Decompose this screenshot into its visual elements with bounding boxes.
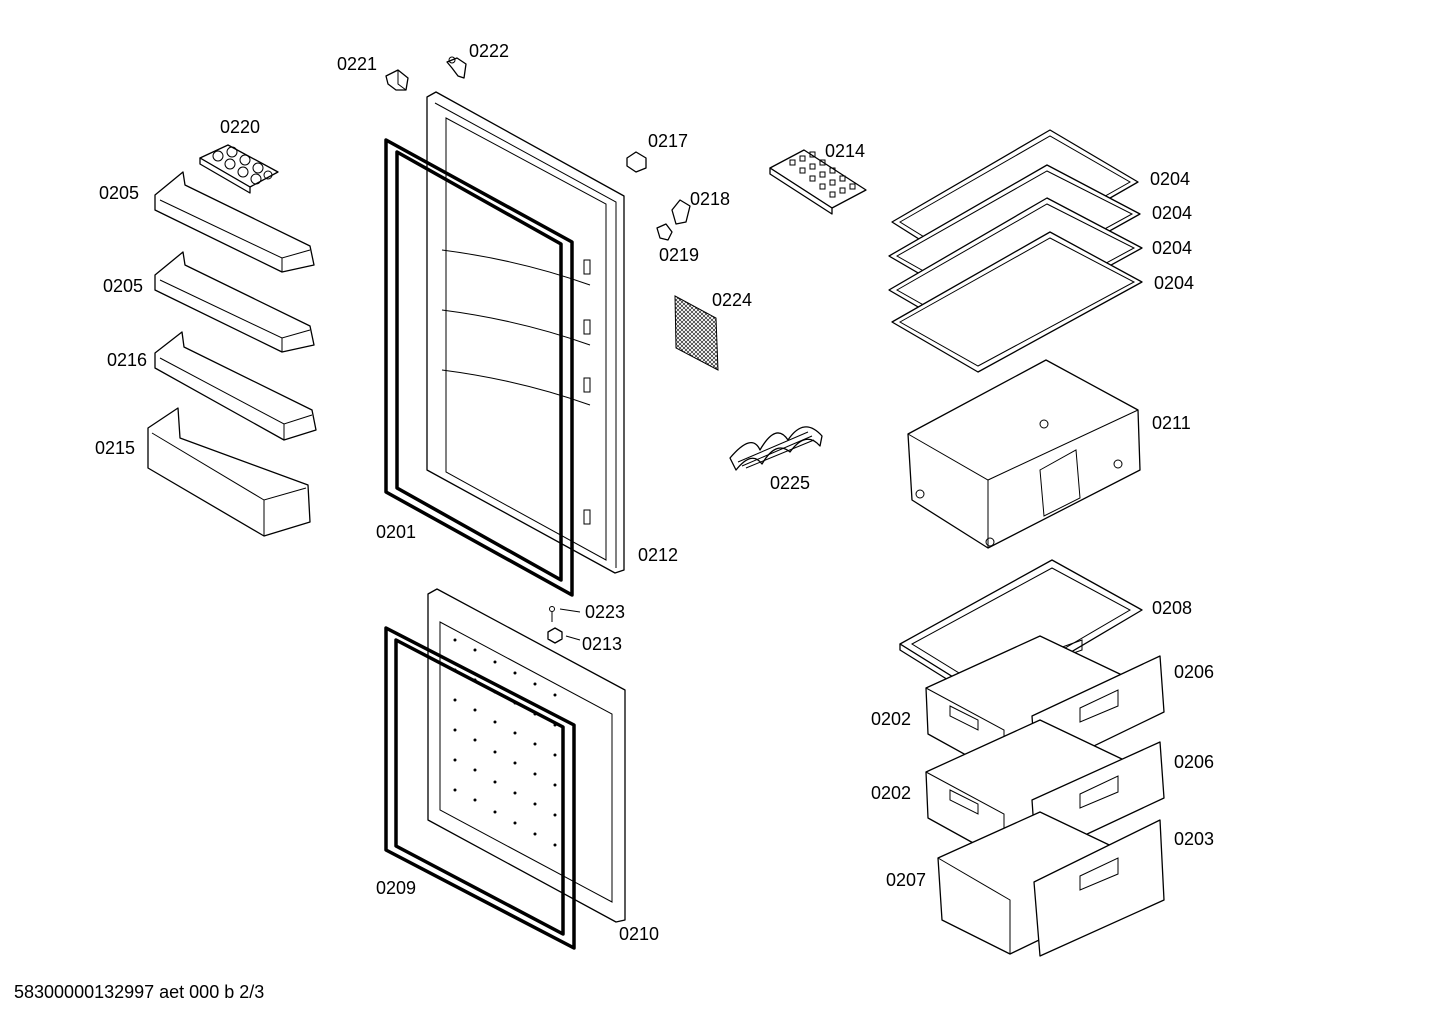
label-0223[interactable]: 0223 (585, 602, 625, 622)
label-0206-2[interactable]: 0206 (1174, 752, 1214, 772)
label-0203[interactable]: 0203 (1174, 829, 1214, 849)
label-0204-3[interactable]: 0204 (1152, 238, 1192, 258)
label-0208[interactable]: 0208 (1152, 598, 1192, 618)
label-0212[interactable]: 0212 (638, 545, 678, 565)
label-0225[interactable]: 0225 (770, 473, 810, 493)
label-0204-4[interactable]: 0204 (1154, 273, 1194, 293)
part-0204-glass-shelf-4[interactable] (891, 231, 1143, 373)
label-0209[interactable]: 0209 (376, 878, 416, 898)
label-0202-1[interactable]: 0202 (871, 709, 911, 729)
label-0210[interactable]: 0210 (619, 924, 659, 944)
part-0220-egg-tray[interactable] (199, 144, 279, 194)
part-0212-fridge-door[interactable] (426, 91, 625, 574)
freezer-door-dimple-grid (453, 638, 557, 847)
label-0216[interactable]: 0216 (107, 350, 147, 370)
part-0203-drawer-front-bottom[interactable] (1033, 819, 1165, 957)
part-0205-door-shelf-top[interactable] (154, 171, 315, 273)
label-0220[interactable]: 0220 (220, 117, 260, 137)
label-0202-2[interactable]: 0202 (871, 783, 911, 803)
label-0207[interactable]: 0207 (886, 870, 926, 890)
label-0215[interactable]: 0215 (95, 438, 135, 458)
label-0205-top[interactable]: 0205 (99, 183, 139, 203)
part-0216-door-shelf[interactable] (154, 331, 317, 441)
label-0221[interactable]: 0221 (337, 54, 377, 74)
part-0223-screw[interactable] (549, 606, 555, 623)
leader-lines (559, 608, 581, 641)
part-0224-filter-mesh[interactable] (674, 295, 719, 371)
part-0217-clip[interactable] (626, 151, 647, 173)
label-0222[interactable]: 0222 (469, 41, 509, 61)
label-0213[interactable]: 0213 (582, 634, 622, 654)
part-0214-ice-tray[interactable] (769, 149, 867, 215)
part-0213-block[interactable] (547, 627, 563, 644)
part-0211-crisper-box[interactable] (907, 359, 1141, 549)
label-0217[interactable]: 0217 (648, 131, 688, 151)
part-0215-bottle-shelf[interactable] (147, 407, 311, 537)
label-0204-2[interactable]: 0204 (1152, 203, 1192, 223)
part-0219-bracket-small[interactable] (656, 223, 673, 241)
label-0224[interactable]: 0224 (712, 290, 752, 310)
label-0204-1[interactable]: 0204 (1150, 169, 1190, 189)
part-0221-hinge-cover[interactable] (385, 69, 409, 91)
drawing-reference-footer: 58300000132997 aet 000 b 2/3 (14, 982, 264, 1002)
label-0218[interactable]: 0218 (690, 189, 730, 209)
part-0225-bottle-holder[interactable] (729, 426, 823, 471)
label-0211[interactable]: 0211 (1152, 413, 1191, 433)
part-0209-freezer-door-gasket[interactable] (384, 626, 576, 950)
part-0205-door-shelf-middle[interactable] (154, 251, 315, 353)
label-0201[interactable]: 0201 (376, 522, 416, 542)
part-0218-bracket[interactable] (671, 199, 691, 225)
part-0201-door-gasket[interactable] (384, 138, 574, 597)
label-0205-middle[interactable]: 0205 (103, 276, 143, 296)
label-0219[interactable]: 0219 (659, 245, 699, 265)
part-0222-hinge[interactable] (446, 56, 467, 79)
label-0206-1[interactable]: 0206 (1174, 662, 1214, 682)
label-0214[interactable]: 0214 (825, 141, 865, 161)
part-labels: 0221 0222 0220 0205 0205 0216 0215 0201 … (95, 41, 1214, 944)
